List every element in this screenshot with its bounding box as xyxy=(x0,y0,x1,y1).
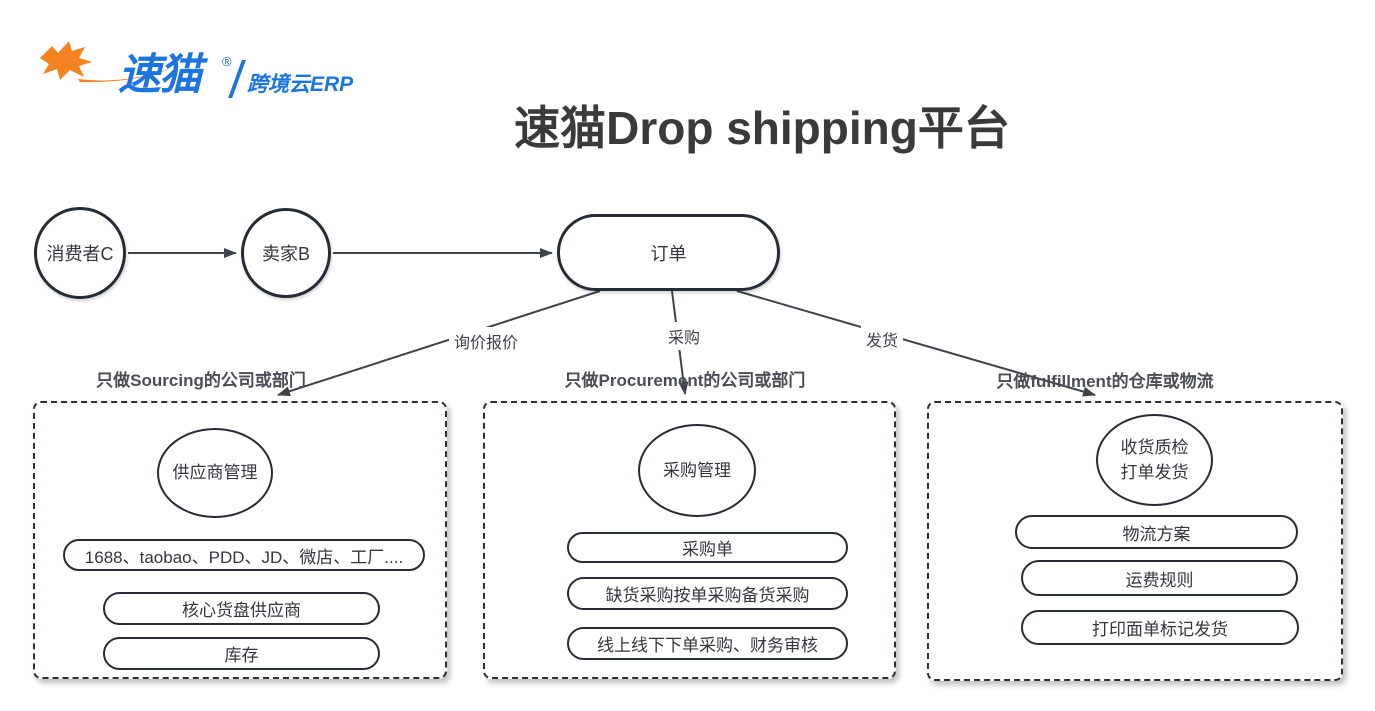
node-logistics-plan: 物流方案 xyxy=(1015,515,1298,549)
logo-product-text: 跨境云ERP xyxy=(247,73,354,96)
node-order: 订单 xyxy=(557,214,780,291)
node-shipping-fee-rules: 运费规则 xyxy=(1021,560,1298,596)
node-purchase-management: 采购管理 xyxy=(638,424,756,517)
section-label-fulfillment: 只做fulfillment的仓库或物流 xyxy=(996,372,1214,391)
procurement-group-box: 采购管理 采购单 缺货采购按单采购备货采购 线上线下下单采购、财务审核 xyxy=(483,401,896,679)
edge-label-inquiry: 询价报价 xyxy=(448,327,524,355)
node-purchase-types: 缺货采购按单采购备货采购 xyxy=(567,577,848,610)
node-consumer: 消费者C xyxy=(34,207,126,299)
arrow-order-to-fulfillment xyxy=(736,290,1096,397)
fulfillment-group-box: 收货质检 打单发货 物流方案 运费规则 打印面单标记发货 xyxy=(927,401,1343,681)
sumao-logo: 速猫 ® 跨境云ERP xyxy=(34,24,353,98)
node-print-label-ship: 打印面单标记发货 xyxy=(1021,610,1299,645)
sourcing-group-box: 供应商管理 1688、taobao、PDD、JD、微店、工厂.... 核心货盘供… xyxy=(33,401,447,679)
node-seller: 卖家B xyxy=(241,208,331,298)
node-supplier-management: 供应商管理 xyxy=(157,428,273,518)
arrow-order-to-sourcing xyxy=(277,290,601,397)
section-label-procurement: 只做Procurement的公司或部门 xyxy=(564,371,806,390)
page-title: 速猫Drop shipping平台 xyxy=(514,102,1010,154)
node-core-suppliers: 核心货盘供应商 xyxy=(103,592,380,625)
node-inventory: 库存 xyxy=(103,637,380,670)
node-receive-qc-ship: 收货质检 打单发货 xyxy=(1096,414,1213,506)
edge-label-purchase: 采购 xyxy=(662,322,706,350)
node-purchase-order: 采购单 xyxy=(567,532,848,563)
logo-brand-text: 速猫 xyxy=(118,51,202,99)
registered-trademark: ® xyxy=(222,54,232,69)
edge-label-ship: 发货 xyxy=(860,325,904,353)
cat-logo-icon xyxy=(40,41,172,83)
node-supplier-channels: 1688、taobao、PDD、JD、微店、工厂.... xyxy=(63,539,425,571)
section-label-sourcing: 只做Sourcing的公司或部门 xyxy=(96,371,306,390)
node-purchase-audit: 线上线下下单采购、财务审核 xyxy=(567,627,848,660)
